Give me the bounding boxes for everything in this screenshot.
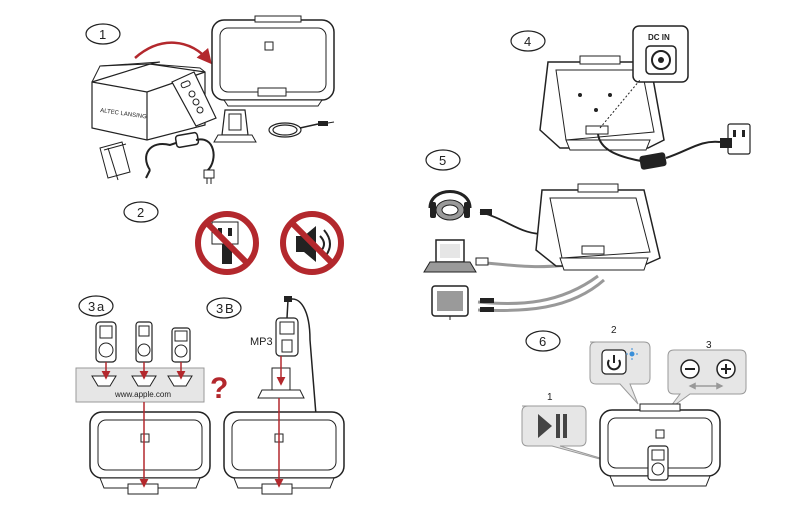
callout-1-label: 1 <box>547 392 553 403</box>
step-3a-badge <box>78 295 114 317</box>
aux-cable-icon <box>268 121 335 138</box>
step-1-badge <box>85 23 121 45</box>
mp3-player-icon <box>275 317 299 357</box>
step-3a-number: 3 <box>88 299 95 314</box>
step-2-badge <box>123 201 159 223</box>
wall-outlet-icon <box>720 123 751 155</box>
arrow-icon <box>134 41 212 65</box>
step-2-warnings: 2 <box>123 201 344 275</box>
step-6-controls: 6 1 2 3 <box>521 325 747 487</box>
ipod-icon <box>647 445 669 481</box>
callout-2-label: 2 <box>611 325 617 336</box>
step-3b-badge <box>206 297 242 319</box>
remote-icon <box>171 71 217 127</box>
step-4-number: 4 <box>524 34 531 49</box>
step-3b-mp3: 3 B MP3 <box>206 296 345 495</box>
step-6-number: 6 <box>539 334 546 349</box>
manual-icon <box>99 141 131 181</box>
step-4-power: 4 DC IN <box>510 25 751 170</box>
volume-callout <box>667 349 747 411</box>
ipod-nano-icon <box>135 321 153 363</box>
ipod-classic-icon <box>171 327 191 363</box>
speaker-rear <box>535 183 661 271</box>
step-5-number: 5 <box>439 153 446 168</box>
adapter-slot <box>91 375 193 387</box>
power-cable <box>597 133 647 163</box>
no-sound-icon <box>280 211 344 275</box>
step-4-badge <box>510 30 546 52</box>
step-5-aux-sources: 5 <box>423 149 661 320</box>
speaker-unit <box>211 15 335 107</box>
plus-icon <box>716 359 736 379</box>
sun-icon <box>626 348 638 360</box>
step-3a-dock-apple: 3 a www.apple.com ? <box>75 295 228 495</box>
step-5-badge <box>425 149 461 171</box>
callout-3-label: 3 <box>706 340 712 351</box>
speaker-unit <box>599 403 721 487</box>
power-adapter-icon <box>145 131 215 184</box>
step-3a-sub: a <box>97 299 105 314</box>
laptop-icon <box>423 239 477 273</box>
power-adapter-icon <box>639 152 667 170</box>
dock-adapter-icon <box>213 109 257 143</box>
no-plug-icon <box>195 211 259 275</box>
step-6-badge <box>525 330 561 352</box>
play-pause-icon <box>538 414 567 438</box>
apple-url: www.apple.com <box>114 390 171 399</box>
question-mark: ? <box>210 372 228 405</box>
step-2-number: 2 <box>137 205 144 220</box>
step-1-unpack: 1 ALTEC LANSING <box>85 15 335 184</box>
step-3b-sub: B <box>225 301 234 316</box>
power-icon <box>607 355 621 371</box>
ipod-icon <box>95 321 117 363</box>
speaker-unit <box>89 411 211 495</box>
mp3-label: MP3 <box>250 336 273 348</box>
speaker-unit <box>223 411 345 495</box>
minus-icon <box>680 359 700 379</box>
tv-icon <box>431 285 469 320</box>
step-1-number: 1 <box>99 27 106 42</box>
step-3b-number: 3 <box>216 301 223 316</box>
dc-in-label: DC IN <box>648 33 670 42</box>
headphones-icon <box>428 190 472 221</box>
